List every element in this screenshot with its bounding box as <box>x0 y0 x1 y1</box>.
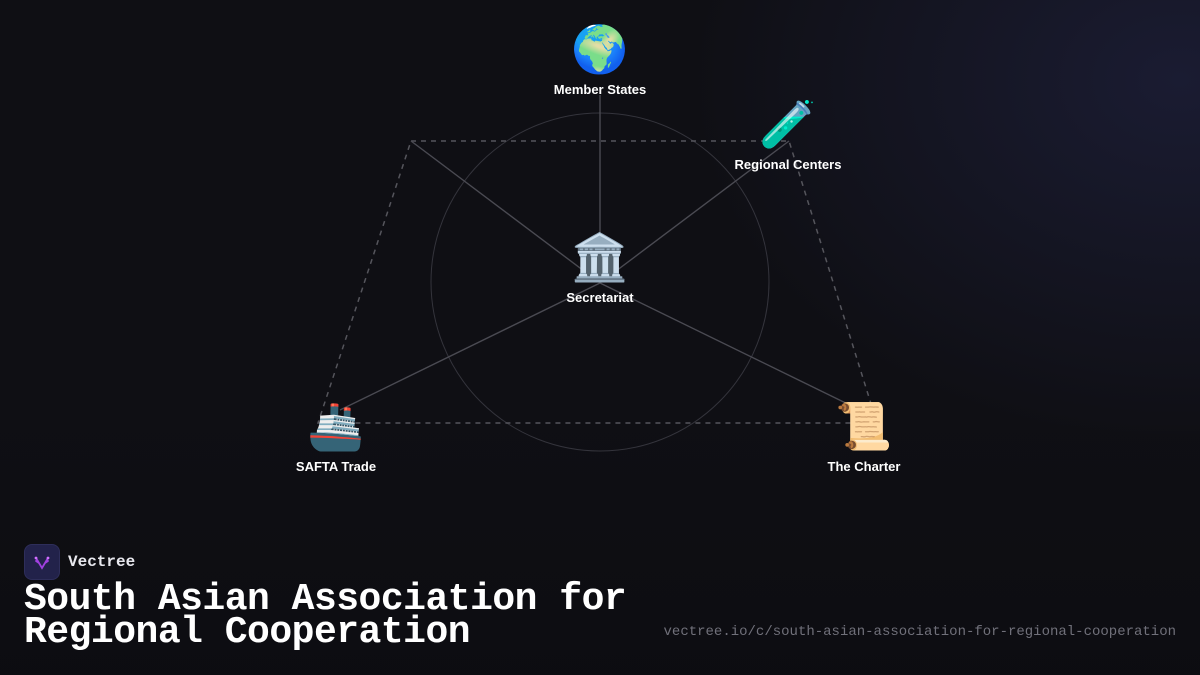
title-line-1: South Asian Association for <box>24 578 627 621</box>
title-line-2: Regional Cooperation <box>24 611 471 654</box>
spokes <box>339 95 861 411</box>
node-label: The Charter <box>827 459 901 474</box>
node-label: Regional Centers <box>734 157 842 172</box>
classical-building-icon: 🏛️ <box>571 230 629 284</box>
spoke-regional-centers <box>599 140 790 284</box>
spoke-the-charter <box>599 282 861 411</box>
spoke-upper-left <box>410 140 601 284</box>
brand[interactable]: Vectree <box>24 544 135 580</box>
node-label: Member States <box>553 82 647 97</box>
brand-name: Vectree <box>68 553 136 571</box>
spoke-safta-trade <box>339 282 601 411</box>
node-the-charter[interactable]: 📜 The Charter <box>828 399 901 474</box>
node-member-states[interactable]: 🌍 Member States <box>554 22 646 97</box>
dashed-outline <box>316 140 879 424</box>
globe-icon: 🌍 <box>571 22 629 76</box>
node-label: Secretariat <box>566 290 634 305</box>
page-url[interactable]: vectree.io/c/south-asian-association-for… <box>663 624 1176 640</box>
test-tube-icon: 🧪 <box>759 97 817 151</box>
node-label: SAFTA Trade <box>295 459 377 474</box>
node-secretariat[interactable]: 🏛️ Secretariat <box>566 230 633 305</box>
node-regional-centers[interactable]: 🧪 Regional Centers <box>735 97 842 172</box>
node-safta-trade[interactable]: 🚢 SAFTA Trade <box>296 399 376 474</box>
scroll-icon: 📜 <box>835 399 893 453</box>
ship-icon: 🚢 <box>307 399 365 453</box>
vectree-logo-icon <box>24 544 60 580</box>
page-title: South Asian Association for Regional Coo… <box>24 581 627 652</box>
